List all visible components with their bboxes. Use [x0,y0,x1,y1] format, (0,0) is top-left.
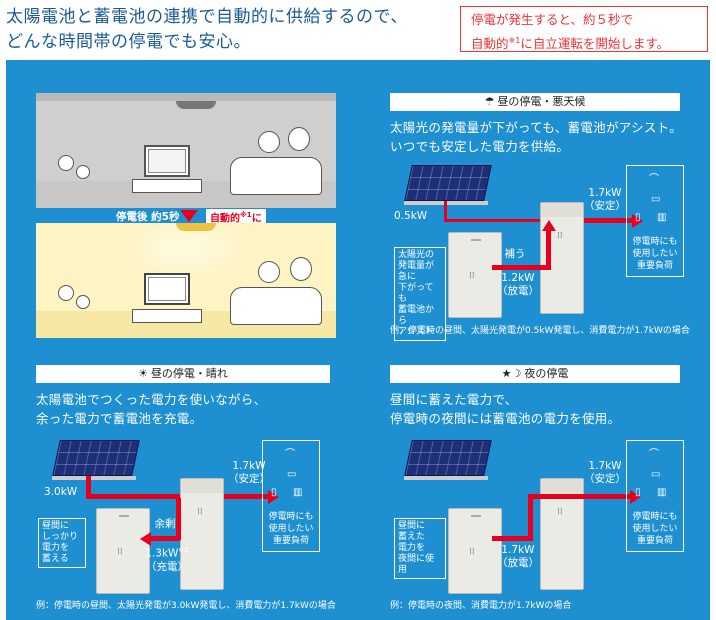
storage-battery-icon: ⁞⁞ [448,232,502,318]
headline: 太陽電池と蓄電池の連携で自動的に供給するので、 どんな時間帯の停電でも安心。 [6,5,446,55]
sofa-icon [230,287,322,325]
moon-icon: ★☽ [501,367,522,380]
side-note: 昼間に蓄えた電力を夜間に使用 [394,518,446,579]
side-note: 太陽光の発電量が急に下がっても蓄電池からアシスト [394,247,446,341]
critical-load-box: ⌒ ▭ ▯ ▥ 停電時にも使用したい重要負荷 [626,440,684,552]
sun-icon: ☀ [138,367,148,380]
quad-title-cloudy: ☂昼の停電・悪天候 [390,93,680,111]
umbrella-icon: ☂ [484,95,495,108]
fridge-icon: ▥ [657,212,667,223]
critical-load-box: ⌒ ▭ ▯ ▥ 停電時にも使用したい重要負荷 [262,440,320,552]
battery-output: 1.2kW（放電） [497,272,539,297]
footnote: 例：停電時の昼間、太陽光発電が3.0kW発電し、消費電力が1.7kWの場合 [36,601,336,611]
tv-stand-icon [132,179,202,193]
right-arrow-icon [268,490,279,504]
phone-icon: ▯ [635,487,641,498]
lamp-icon: ⌒ [285,449,295,460]
solar-panel-icon [404,440,492,476]
lamp-icon: ⌒ [649,174,659,185]
headline-line-1: 太陽電池と蓄電池の連携で自動的に供給するので、 [6,7,408,27]
child-icon [58,285,74,301]
solar-panel-icon [52,440,140,476]
up-arrow-icon [542,220,556,231]
person-icon [258,261,280,283]
storage-battery-icon: ⁞⁞ [96,508,150,594]
output-label: 1.7kW（安定） [228,460,270,485]
delay-indicator: 停電後 約5秒 自動的※1に [36,209,336,226]
footnote: 例：停電時の夜間、消費電力が1.7kWの場合 [390,601,572,611]
ceiling-light-on-icon [176,223,216,231]
restored-scene-illustration [36,223,336,338]
quad-desc-sunny: 太陽電池でつくった電力を使いながら、 余った電力で蓄電池を充電。 [36,392,267,426]
solar-panel-icon [404,165,492,201]
monitor-icon: ▭ [287,469,297,480]
headline-line-2: どんな時間帯の停電でも安心。 [6,32,251,52]
person-icon [288,127,310,151]
fridge-icon: ▥ [293,487,303,498]
notice-line-2: 自動的※1に自立運転を開始します。 [471,36,670,52]
battery-output: 1.7kW（放電） [497,544,539,569]
solar-output: 3.0kW [44,486,78,498]
right-arrow-icon [632,214,643,228]
sofa-icon [230,157,322,195]
child-icon [58,155,74,171]
left-arrow-icon [140,532,151,546]
storage-battery-icon: ⁞⁞ [448,508,502,594]
output-label: 1.7kW（安定） [584,187,626,212]
lamp-icon: ⌒ [649,449,659,460]
notice-line-1: 停電が発生すると、約５秒で [471,12,634,27]
quad-title-sunny: ☀昼の停電・晴れ [36,365,330,383]
child-icon [76,295,90,309]
person-icon [258,131,280,153]
blue-panel: 停電後 約5秒 自動的※1に ☂昼の停電・悪天候 太陽光の発電量が下がっても、蓄… [6,60,710,620]
delay-label: 停電後 約5秒 [116,211,180,223]
assist-label: 補う [504,248,526,260]
right-arrow-icon [630,490,641,504]
quad-desc-night: 昼間に蓄えた電力で、 停電時の夜間には蓄電池の電力を使用。 [390,392,621,426]
monitor-icon: ▭ [651,469,661,480]
footnote: 例：停電時の昼間、太陽光発電が0.5kW発電し、消費電力が1.7kWの場合 [390,326,690,336]
tv-icon [144,145,190,177]
power-conditioner-icon: ⁞⁞ [180,478,224,590]
down-arrow-icon [180,210,198,222]
phone-icon: ▯ [635,212,641,223]
ceiling-light-off-icon [176,101,216,109]
phone-icon: ▯ [271,487,277,498]
auto-start-notice: 停電が発生すると、約５秒で 自動的※1に自立運転を開始します。 [460,6,708,52]
output-label: 1.7kW（安定） [584,460,626,485]
solar-output: 0.5kW [394,210,428,222]
battery-output: 1.3kW※2（充電） [145,546,189,573]
side-note: 昼間にしっかり電力を蓄える [38,518,86,568]
monitor-icon: ▭ [651,194,661,205]
tv-stand-icon [132,309,202,323]
child-icon [76,165,90,179]
quad-desc-cloudy: 太陽光の発電量が下がっても、蓄電池がアシスト。 いつでも安定した電力を供給。 [390,120,683,154]
surplus-label: 余剰 [154,518,176,530]
outage-scene-illustration [36,93,336,208]
person-icon [290,257,312,281]
tv-icon [144,273,190,305]
auto-tag: 自動的※1に [206,209,266,226]
critical-load-box: ⌒ ▭ ▯ ▥ 停電時にも使用したい重要負荷 [626,165,684,277]
quad-title-night: ★☽夜の停電 [390,365,680,383]
fridge-icon: ▥ [657,487,667,498]
